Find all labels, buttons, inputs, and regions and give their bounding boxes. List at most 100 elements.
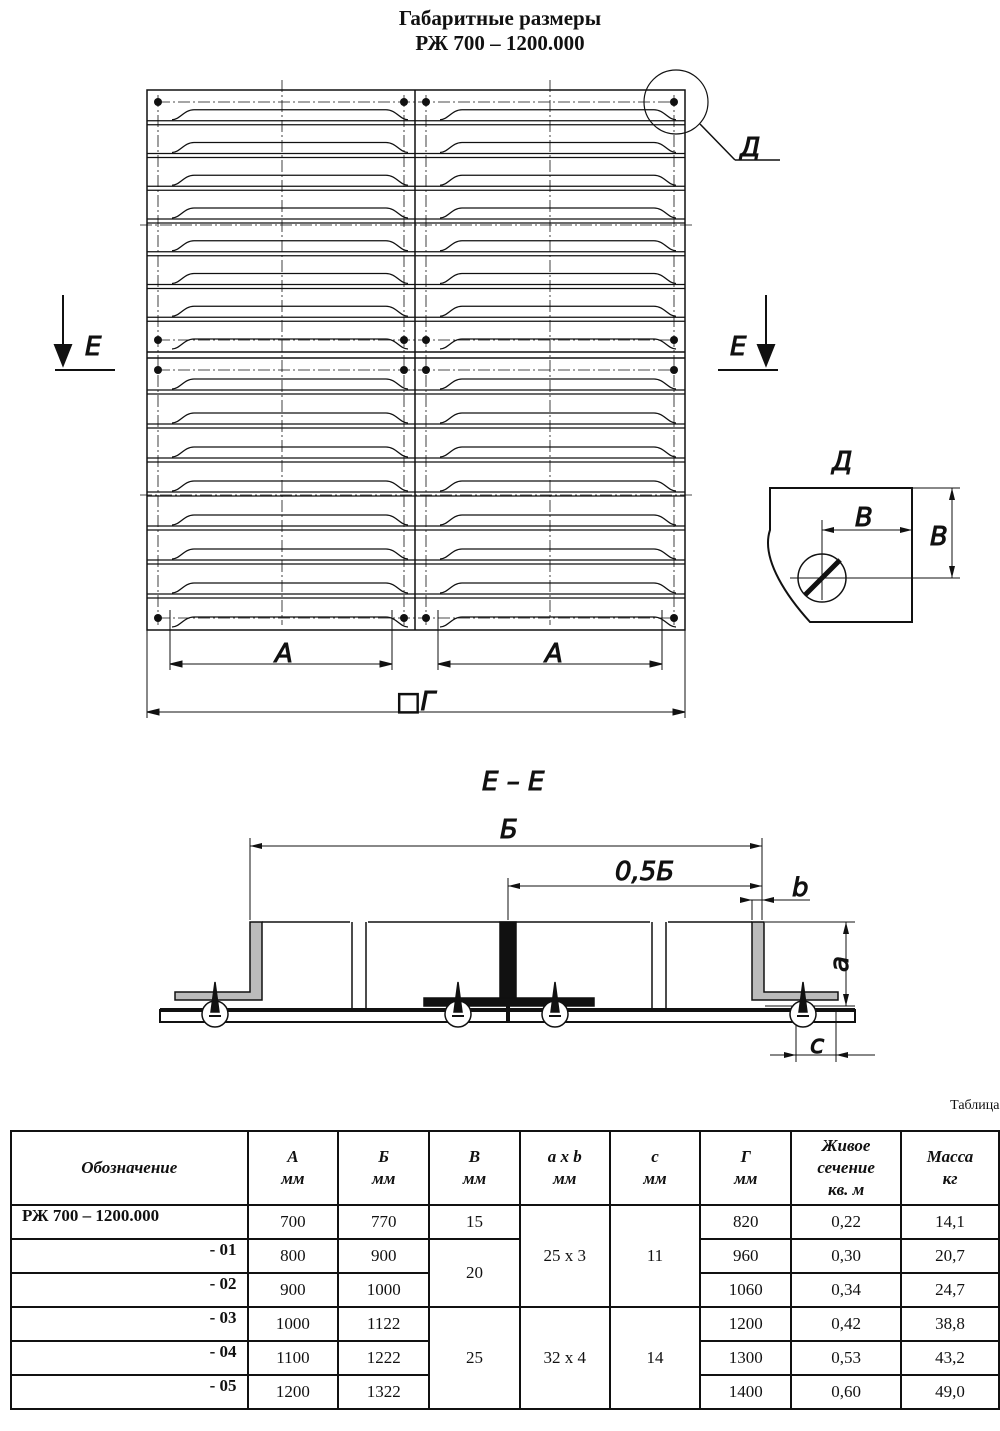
- table-cell: РЖ 700 – 1200.000: [10, 1204, 249, 1240]
- louver-slat: [439, 207, 677, 219]
- dim-b: Б: [500, 815, 518, 845]
- dim-half-b: 0,5Б: [615, 857, 674, 887]
- section-ee-view: [159, 838, 875, 1062]
- louver-slat: [171, 240, 409, 252]
- louver-slat: [439, 616, 677, 628]
- header-label: Масса: [926, 1147, 974, 1166]
- section-e-right: Е: [730, 332, 747, 362]
- header-unit: мм: [281, 1169, 305, 1188]
- table-cell: - 02: [10, 1272, 249, 1308]
- header-unit: мм: [372, 1169, 396, 1188]
- table-cell: 20,7: [900, 1238, 1000, 1274]
- dim-v-horizontal: В: [855, 503, 873, 533]
- table-cell: 24,7: [900, 1272, 1000, 1308]
- table-cell: 1200: [246, 1374, 340, 1410]
- header-label: А: [287, 1147, 299, 1166]
- table-cell: 11: [608, 1204, 702, 1308]
- header-label: a x b: [547, 1147, 582, 1166]
- table-cell: 1322: [337, 1374, 431, 1410]
- header-label: Б: [378, 1147, 390, 1166]
- column-header: a x b мм: [518, 1130, 611, 1206]
- table-cell: 1400: [699, 1374, 793, 1410]
- plan-dimensions: [146, 610, 686, 718]
- louver-slat: [439, 272, 677, 285]
- table-cell: 0,22: [790, 1204, 903, 1240]
- table-cell: 20: [428, 1238, 521, 1308]
- table-cell: 770: [337, 1204, 431, 1240]
- louver-slat: [439, 514, 677, 526]
- table-cell: 1100: [246, 1340, 340, 1376]
- table-cell: 0,34: [790, 1272, 903, 1308]
- table-cell: 1300: [699, 1340, 793, 1376]
- louver-slat: [439, 174, 677, 186]
- louver-slat: [171, 412, 409, 424]
- header-label: Живое сечение: [817, 1136, 875, 1177]
- louver-slat: [171, 446, 409, 458]
- table-cell: 900: [246, 1272, 340, 1308]
- header-unit: кв. м: [827, 1180, 865, 1199]
- header-label: Обозначение: [81, 1158, 178, 1177]
- grate-outline: [146, 89, 686, 631]
- dim-a-right: А: [543, 639, 563, 669]
- table-cell: 1122: [337, 1306, 431, 1342]
- louver-slat: [171, 548, 409, 560]
- grate-plan-view: [140, 80, 692, 631]
- dim-a-left: А: [273, 639, 293, 669]
- louver-slat: [171, 272, 409, 285]
- dim-small-a: a: [825, 956, 855, 972]
- louver-slat: [171, 616, 409, 628]
- louver-slat: [439, 109, 677, 121]
- louver-slat: [439, 338, 677, 350]
- table-caption: Таблица 1: [950, 1098, 1000, 1113]
- table-cell: - 05: [10, 1374, 249, 1410]
- table-cell: 0,30: [790, 1238, 903, 1274]
- table-cell: 900: [337, 1238, 431, 1274]
- table-cell: 1000: [246, 1306, 340, 1342]
- louver-slat: [171, 378, 409, 390]
- table-cell: 0,42: [790, 1306, 903, 1342]
- table-cell: 820: [699, 1204, 793, 1240]
- table-cell: 14: [608, 1306, 702, 1410]
- table-cell: 25: [428, 1306, 521, 1410]
- header-label: В: [468, 1147, 481, 1166]
- title-line2: РЖ 700 – 1200.000: [415, 31, 585, 55]
- louver-slat: [439, 446, 677, 458]
- section-e-left: Е: [85, 332, 102, 362]
- table-cell: 15: [428, 1204, 521, 1240]
- louver-slat: [171, 582, 409, 594]
- louver-slat: [439, 548, 677, 560]
- table-cell: 38,8: [900, 1306, 1000, 1342]
- louver-slat: [439, 412, 677, 424]
- table-cell: 14,1: [900, 1204, 1000, 1240]
- section-ee-title: Е – Е: [482, 767, 545, 797]
- header-unit: мм: [734, 1169, 758, 1188]
- louver-slat: [171, 141, 409, 154]
- header-label: Г: [740, 1147, 751, 1166]
- detail-d-circle: [643, 69, 709, 135]
- table-cell: 49,0: [900, 1374, 1000, 1410]
- table-cell: 960: [699, 1238, 793, 1274]
- section-arrows: [53, 295, 778, 371]
- table-cell: - 03: [10, 1306, 249, 1342]
- table-cell: 1200: [699, 1306, 793, 1342]
- table-cell: - 04: [10, 1340, 249, 1376]
- table-cell: 800: [246, 1238, 340, 1274]
- column-header: Живое сечение кв. м: [790, 1130, 903, 1206]
- table-cell: 1000: [337, 1272, 431, 1308]
- detail-d-view: [767, 487, 960, 623]
- header-unit: мм: [462, 1169, 487, 1188]
- title-line1: Габаритные размеры: [398, 6, 602, 30]
- header-unit: мм: [553, 1169, 577, 1188]
- louver-slat: [171, 338, 409, 350]
- table-cell: 0,53: [790, 1340, 903, 1376]
- louver-slat: [439, 240, 677, 252]
